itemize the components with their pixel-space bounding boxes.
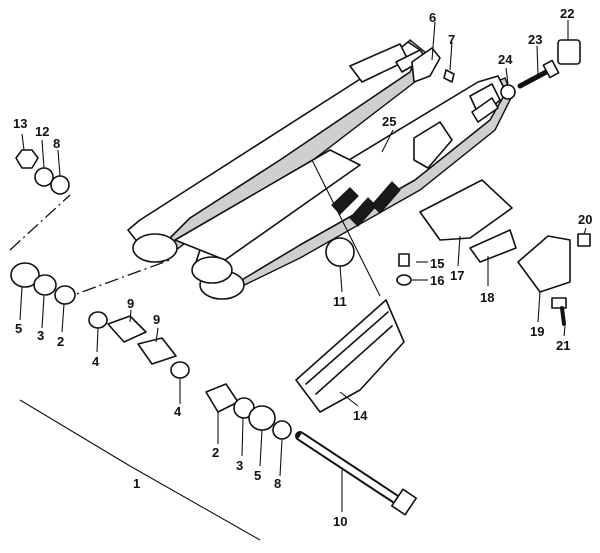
adjuster-bolt	[443, 69, 455, 83]
label-9-upper: 9	[127, 296, 134, 311]
leader-lines	[19, 20, 587, 541]
label-4-lower: 4	[174, 404, 182, 419]
label-3-right: 3	[236, 458, 243, 473]
washer-12	[34, 167, 54, 187]
swingarm-body	[127, 39, 513, 300]
seal-8-left	[50, 175, 70, 195]
axis-line-upper	[9, 194, 71, 251]
label-14: 14	[353, 408, 368, 423]
washer-16	[396, 274, 412, 286]
axis-line-lower	[59, 259, 171, 301]
label-3-left: 3	[37, 328, 44, 343]
seal-8-right	[272, 420, 292, 440]
adjuster-cap	[557, 39, 581, 65]
plug-11	[325, 237, 355, 267]
label-15: 15	[430, 256, 444, 271]
label-2-left: 2	[57, 334, 64, 349]
label-7: 7	[448, 32, 455, 47]
seal-4-upper	[88, 311, 108, 329]
guide-pad	[469, 229, 517, 263]
collar-2-right	[205, 383, 239, 413]
bushing-9-upper	[107, 315, 147, 343]
label-8-right: 8	[274, 476, 281, 491]
label-9-lower: 9	[153, 312, 160, 327]
collar-2-left	[54, 285, 76, 305]
label-5-left: 5	[15, 321, 22, 336]
label-13: 13	[13, 116, 27, 131]
label-24: 24	[498, 52, 513, 67]
label-6: 6	[429, 10, 436, 25]
label-23: 23	[528, 32, 542, 47]
label-16: 16	[430, 273, 444, 288]
label-4-upper: 4	[92, 354, 100, 369]
label-21: 21	[556, 338, 570, 353]
chain-slider	[295, 299, 405, 413]
label-8-left: 8	[53, 136, 60, 151]
label-19: 19	[530, 324, 544, 339]
label-18: 18	[480, 290, 494, 305]
label-20: 20	[578, 212, 592, 227]
chain-guide-plate	[419, 179, 513, 241]
chain-adjuster	[411, 47, 441, 83]
adjuster-long-bolt	[517, 59, 560, 89]
label-5-right: 5	[254, 468, 261, 483]
bearing-3-left	[33, 274, 57, 296]
adjuster-nut	[500, 84, 516, 100]
bolt-21	[551, 297, 567, 326]
bolt-15	[398, 253, 410, 267]
bolt-20	[577, 233, 591, 247]
label-10: 10	[333, 514, 347, 529]
label-17: 17	[450, 268, 464, 283]
label-22: 22	[560, 6, 574, 21]
label-2-right: 2	[212, 445, 219, 460]
part-labels: 1 2 2 3 3 4 4 5 5 6 7 8 8 9 9 10 11 12 1…	[13, 6, 592, 529]
chain-guide	[517, 235, 571, 293]
bushing-9-lower	[137, 337, 177, 365]
label-1: 1	[133, 476, 140, 491]
nut-13	[15, 149, 39, 169]
label-11: 11	[333, 294, 347, 309]
seal-5-left	[10, 262, 40, 288]
label-12: 12	[35, 124, 49, 139]
label-25: 25	[382, 114, 396, 129]
pivot-shaft	[295, 431, 418, 516]
seal-5-right	[248, 405, 276, 431]
seal-4-lower	[170, 361, 190, 379]
